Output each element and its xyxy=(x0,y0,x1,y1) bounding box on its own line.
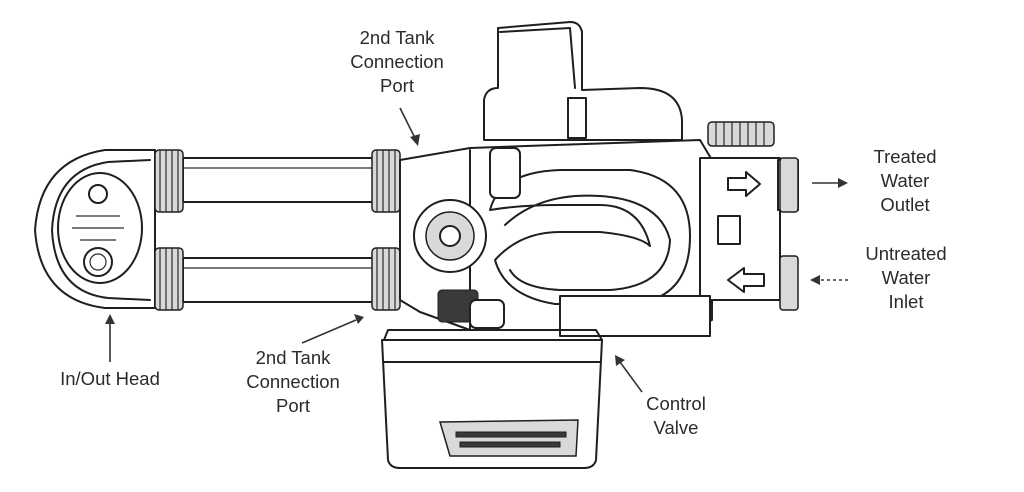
label-line: Connection xyxy=(246,371,340,392)
leader-untreated-inlet xyxy=(810,275,848,285)
label-in-out-head: In/Out Head xyxy=(40,367,180,391)
lower-pipe xyxy=(154,247,401,311)
label-line: Port xyxy=(380,75,414,96)
label-top-tank-port: 2nd Tank Connection Port xyxy=(330,26,464,98)
label-line: Valve xyxy=(653,417,699,438)
leader-top-port xyxy=(399,107,420,146)
label-control-valve: Control Valve xyxy=(626,392,726,440)
label-line: Untreated xyxy=(865,243,947,264)
leader-bottom-port xyxy=(301,314,364,344)
label-line: Water xyxy=(880,170,930,191)
leader-control-valve xyxy=(615,355,643,393)
label-line: 2nd Tank xyxy=(359,27,435,48)
label-line: Inlet xyxy=(888,291,924,312)
label-line: Treated xyxy=(873,146,937,167)
in-out-head xyxy=(34,149,156,309)
label-treated-water-outlet: Treated Water Outlet xyxy=(850,145,960,217)
label-line: Water xyxy=(881,267,931,288)
outlet-port xyxy=(777,157,799,213)
label-untreated-water-inlet: Untreated Water Inlet xyxy=(846,242,966,314)
label-line: Outlet xyxy=(880,194,930,215)
label-line: 2nd Tank xyxy=(255,347,331,368)
label-bottom-tank-port: 2nd Tank Connection Port xyxy=(226,346,360,418)
control-electronics-box xyxy=(381,329,603,469)
label-line: In/Out Head xyxy=(60,368,160,389)
arrow-left-outline-icon xyxy=(727,267,765,293)
label-line: Connection xyxy=(350,51,444,72)
upper-pipe xyxy=(154,149,401,213)
arrow-right-outline-icon xyxy=(727,171,761,197)
inlet-port xyxy=(779,255,799,311)
label-line: Port xyxy=(276,395,310,416)
leader-treated-outlet xyxy=(812,178,848,188)
label-line: Control xyxy=(646,393,706,414)
leader-in-out-head xyxy=(105,314,115,362)
